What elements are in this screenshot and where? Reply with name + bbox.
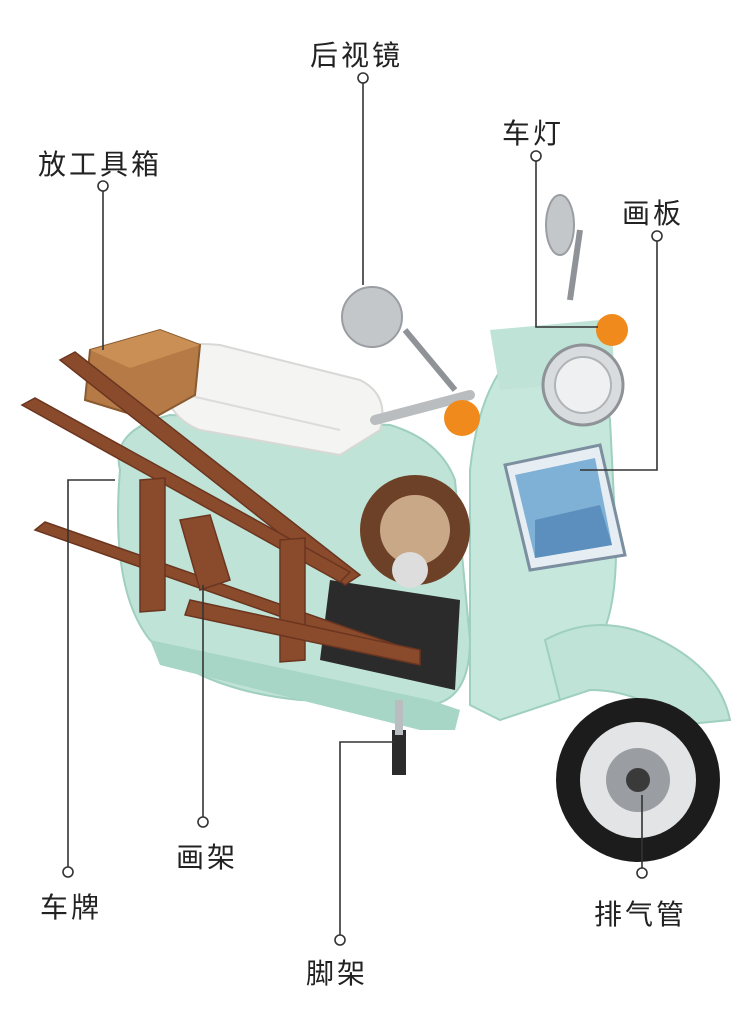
leader-dots <box>62 72 663 946</box>
callout-kickstand: 脚架 <box>306 957 369 990</box>
easel-rack <box>20 351 421 666</box>
drawing-board <box>503 443 627 572</box>
kickstand <box>392 700 406 775</box>
callout-easel: 画架 <box>176 841 239 874</box>
callout-exhaust: 排气管 <box>594 898 688 931</box>
callout-mirror: 后视镜 <box>310 39 404 72</box>
callout-drawing-board: 画板 <box>622 197 685 230</box>
front-wheel <box>556 698 720 862</box>
wheel-decor <box>360 475 470 588</box>
headlight <box>444 314 628 436</box>
callout-license-plate: 车牌 <box>40 891 103 924</box>
handlebar <box>341 194 583 425</box>
leader-lines <box>67 82 658 940</box>
callout-toolbox: 放工具箱 <box>38 148 163 181</box>
callout-headlight: 车灯 <box>502 117 565 150</box>
